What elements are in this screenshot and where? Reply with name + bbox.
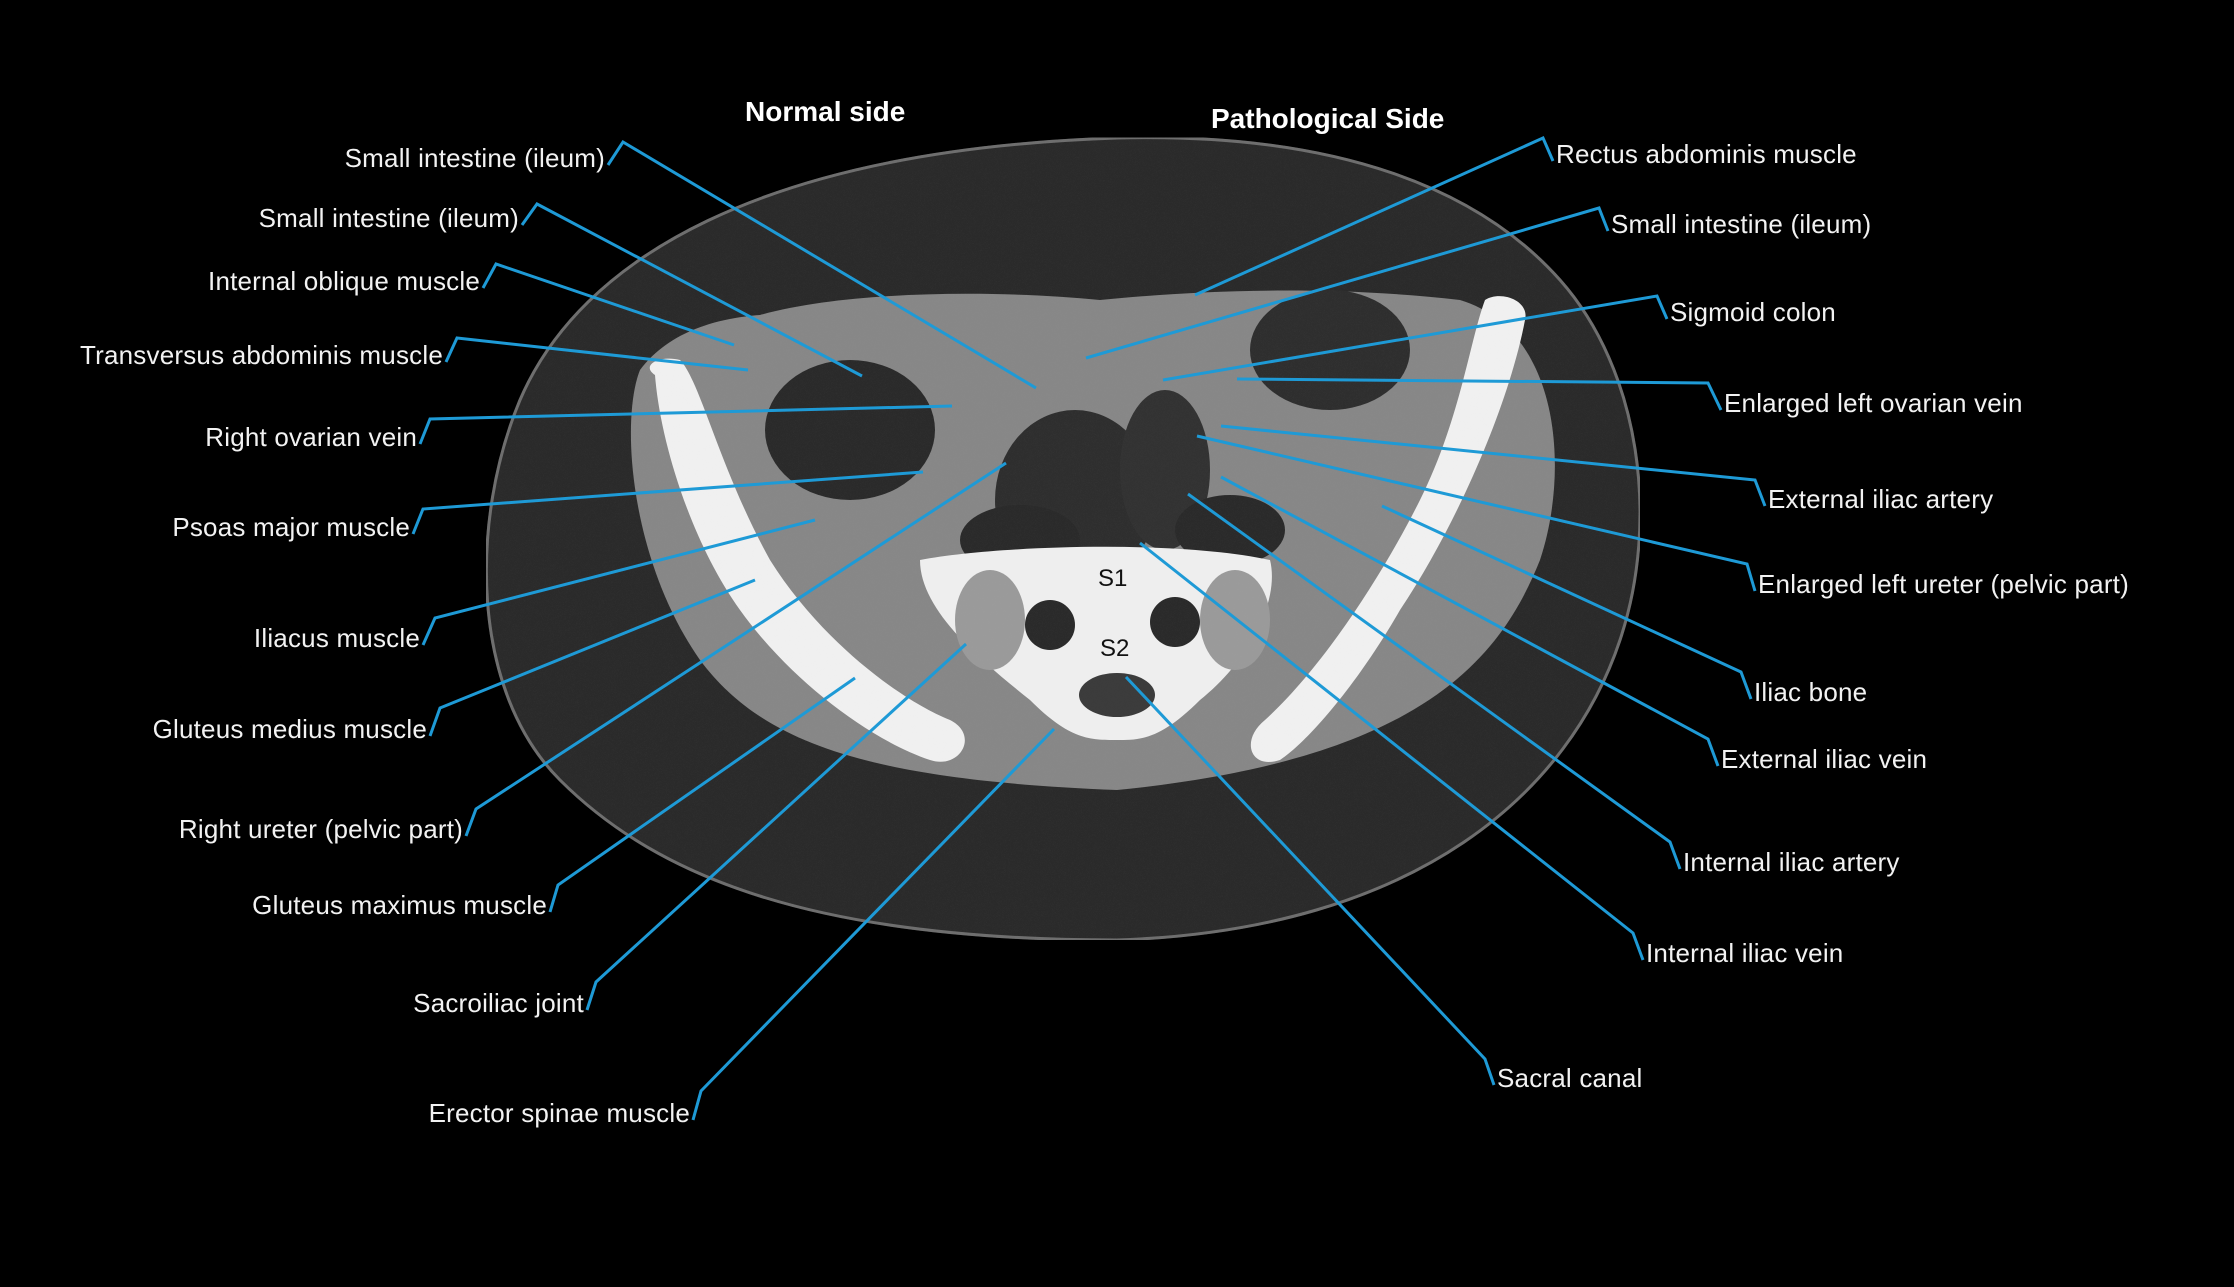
anatomy-label-left: Internal oblique muscle: [208, 266, 480, 296]
anatomy-label-left: Small intestine (ileum): [344, 143, 605, 173]
anatomy-label-right: External iliac vein: [1721, 744, 1928, 774]
anatomy-label-left: Gluteus medius muscle: [152, 714, 427, 744]
anatomy-label-left: Gluteus maximus muscle: [252, 890, 547, 920]
anatomy-label-left: Iliacus muscle: [253, 623, 420, 653]
leader-line: [1187, 492, 1682, 870]
leader-line: [520, 202, 863, 378]
anatomy-label-right: Enlarged left ovarian vein: [1724, 388, 2023, 418]
leader-line: [1139, 541, 1645, 961]
anatomy-label-left: Sacroiliac joint: [413, 988, 584, 1018]
anatomy-label-right: Iliac bone: [1754, 677, 1868, 707]
vertebra-label-s2: S2: [1100, 635, 1130, 662]
leader-line: [1124, 675, 1496, 1086]
anatomy-label-right: External iliac artery: [1768, 484, 1994, 514]
leader-line: [606, 139, 1037, 390]
anatomy-label-left: Psoas major muscle: [172, 512, 410, 542]
leader-line: [1194, 136, 1555, 297]
anatomy-label-right: Sigmoid colon: [1670, 297, 1836, 327]
left-iliac-bone: [1250, 296, 1526, 762]
leader-line: [411, 470, 924, 535]
leader-line: [1162, 294, 1669, 382]
right-iliac-bone: [649, 358, 965, 762]
anatomy-label-left: Transversus abdominis muscle: [80, 340, 443, 370]
leader-line: [481, 262, 735, 347]
leader-lines: [411, 136, 1767, 1121]
leader-line: [421, 518, 816, 646]
leader-line: [1196, 434, 1757, 592]
anatomy-label-right: Enlarged left ureter (pelvic part): [1758, 569, 2129, 599]
leader-line: [1236, 377, 1723, 411]
leader-line: [464, 461, 1007, 837]
pathological-side-title: Pathological Side: [1211, 103, 1445, 134]
leader-line: [444, 336, 749, 372]
leader-line: [548, 676, 856, 913]
anatomy-label-right: Small intestine (ileum): [1611, 209, 1872, 239]
anatomy-label-right: Sacral canal: [1497, 1063, 1643, 1093]
anatomy-label-left: Right ureter (pelvic part): [178, 814, 463, 844]
leader-line: [1381, 504, 1753, 700]
leader-line: [1085, 206, 1610, 360]
anatomy-label-left: Erector spinae muscle: [428, 1098, 690, 1128]
vertebra-label-s1: S1: [1098, 565, 1128, 592]
leader-line: [418, 404, 953, 445]
anatomy-label-left: Right ovarian vein: [205, 422, 417, 452]
leader-line: [585, 642, 968, 1011]
anatomy-label-left: Small intestine (ileum): [258, 203, 519, 233]
leader-line: [691, 727, 1056, 1121]
leader-line: [428, 578, 756, 737]
leader-line: [1220, 424, 1767, 507]
anatomy-label-right: Rectus abdominis muscle: [1556, 139, 1857, 169]
anatomy-label-right: Internal iliac artery: [1683, 847, 1900, 877]
leader-line: [1220, 475, 1720, 767]
anatomy-label-right: Internal iliac vein: [1646, 938, 1844, 968]
normal-side-title: Normal side: [745, 96, 906, 127]
